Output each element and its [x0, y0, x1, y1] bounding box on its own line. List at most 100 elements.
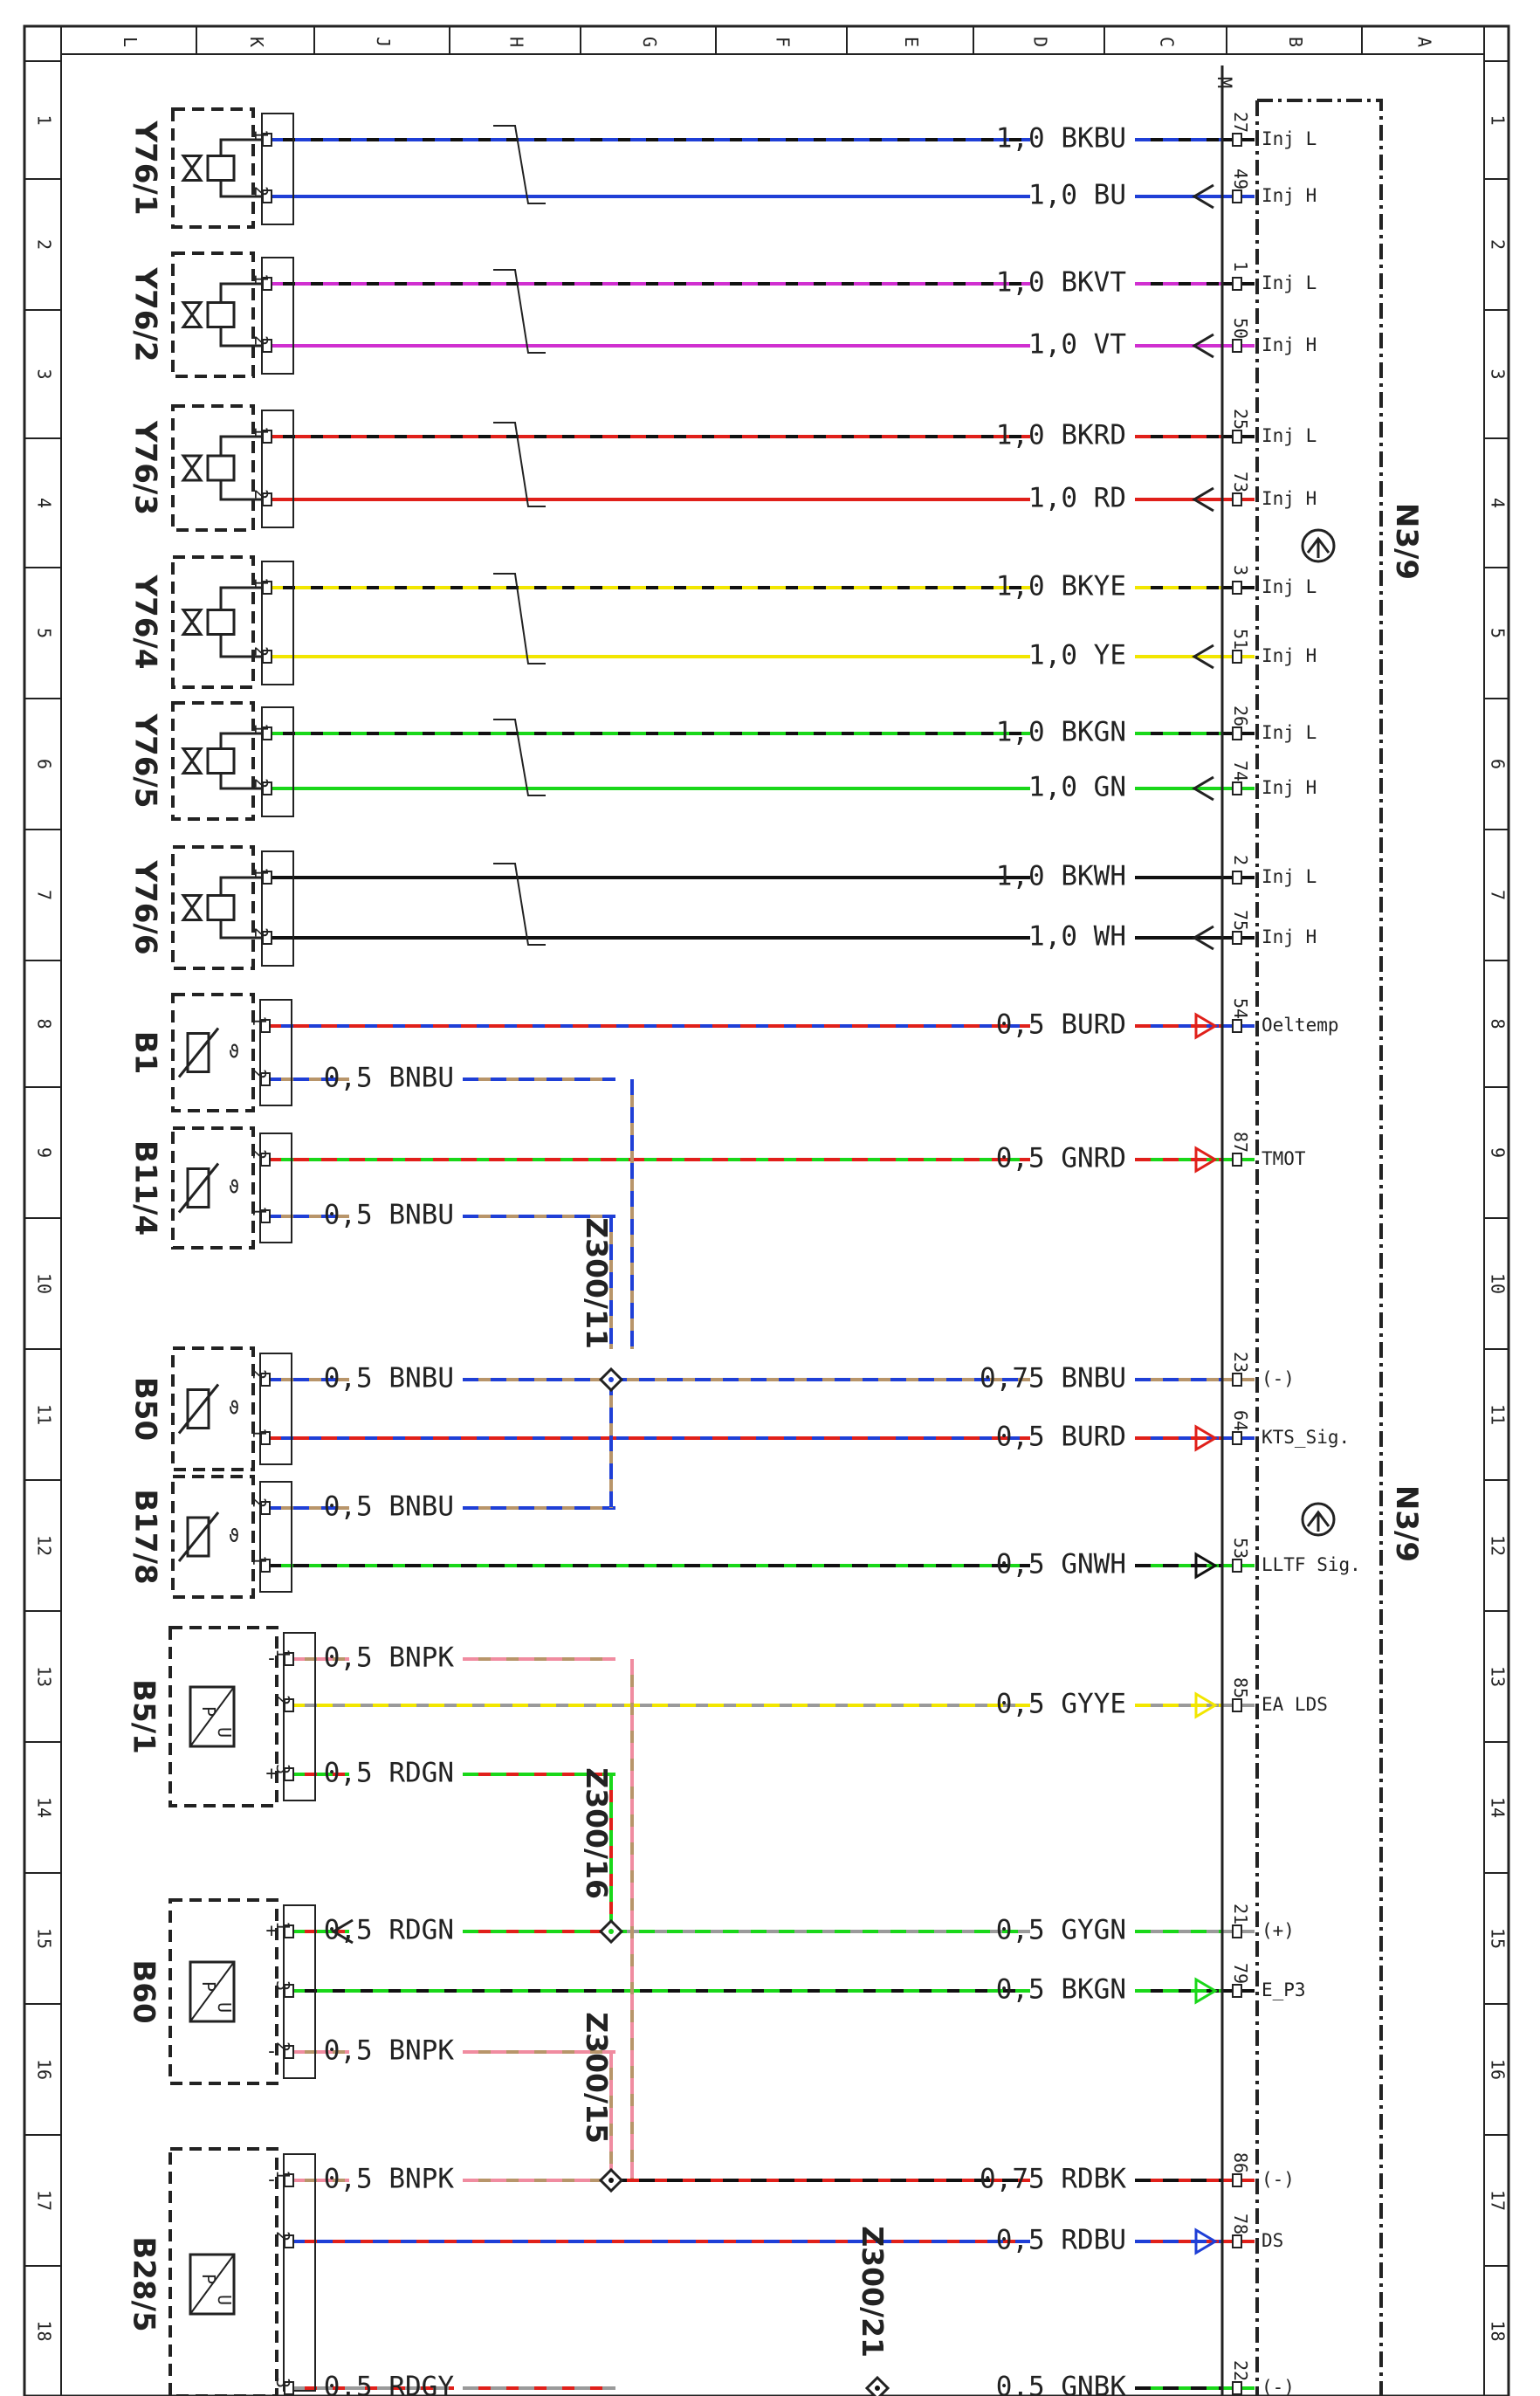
grid-column-label: B: [1285, 37, 1306, 47]
grid-row-label: 10: [34, 1273, 55, 1294]
theta-symbol: ϑ: [229, 1176, 239, 1197]
ecu-signal-name: Inj L: [1262, 425, 1317, 446]
ecu-pin-terminal: [1232, 133, 1242, 147]
thermistor-icon: [186, 1388, 210, 1429]
component-id: B17/8: [128, 1489, 163, 1584]
grid-row-label: 7: [34, 890, 55, 900]
component-pin: [284, 1698, 294, 1712]
ecu-signal-name: Inj L: [1262, 128, 1317, 149]
component-pin: [284, 1652, 294, 1666]
grid-row-label: 9: [34, 1147, 55, 1158]
ecu-id: N3/9: [1389, 1485, 1424, 1562]
splice-id: Z300/11: [580, 1217, 614, 1349]
ecu-pin-number: 85: [1230, 1677, 1251, 1698]
ecu-signal-name: (-): [1262, 2377, 1295, 2396]
component-id: B5/1: [127, 1679, 162, 1754]
sensor-B5-1: PU: [168, 1626, 316, 1807]
twisted-pair-marker: [493, 573, 546, 664]
ecu-signal-name: KTS_Sig.: [1262, 1427, 1350, 1448]
component-pin-number: 1: [251, 426, 272, 437]
grid-row-label: 13: [1488, 1666, 1509, 1687]
sensor-B11-4: ϑ: [171, 1126, 292, 1250]
direction-arrow: [1192, 183, 1214, 210]
component-pin: [262, 781, 272, 795]
wire-label: 1,0 BKYE: [996, 571, 1126, 602]
grid-column-label: F: [773, 37, 794, 47]
ecu-pin-terminal: [1232, 650, 1242, 664]
wire-label: 0,5 BKGN: [996, 1974, 1126, 2006]
twisted-pair-marker: [493, 719, 546, 796]
ecu-signal-name: Inj L: [1262, 576, 1317, 597]
wire-label: 1,0 GN: [1028, 772, 1126, 803]
pressure-p-glyph: P: [198, 1981, 219, 1992]
component-pin: [284, 1924, 294, 1938]
connector-housing: [261, 706, 294, 817]
component-pin-number: 2: [249, 1149, 270, 1160]
splice-dot: [875, 2386, 880, 2391]
wire-label: 0,5 RDGY: [324, 2372, 455, 2396]
grid-column-label: A: [1414, 37, 1435, 47]
ecu-pin-terminal: [1232, 2234, 1242, 2248]
grid-column-label: K: [246, 37, 267, 47]
grid-row-label: 6: [1488, 759, 1509, 769]
polarity-sign: -: [265, 1648, 277, 1670]
ecu-pin-number: 25: [1230, 409, 1251, 430]
component-pin: [284, 1767, 294, 1781]
ecu-pin-terminal: [1232, 277, 1242, 291]
component-id: Y76/4: [128, 574, 163, 669]
ecu-pin-number: 53: [1230, 1538, 1251, 1559]
pressure-sensor-diagonal: [189, 1961, 235, 2022]
ecu-pin-number: 73: [1230, 472, 1251, 492]
connector-housing: [261, 850, 294, 967]
grid-row-label: 2: [1488, 239, 1509, 250]
component-pin-number: 1: [272, 1921, 293, 1931]
component-pin-number: 1: [251, 867, 272, 878]
ecu-signal-name: Inj H: [1262, 488, 1317, 509]
component-pin: [284, 2381, 294, 2395]
wire-label: 0,5 RDGN: [324, 1758, 454, 1789]
splice-id: Z300/16: [580, 1767, 614, 1899]
ecu-pin-terminal: [1232, 931, 1242, 945]
connector-housing: [259, 1353, 292, 1465]
grid-column-label: E: [901, 37, 922, 47]
direction-arrow: [1192, 925, 1214, 951]
ecu-pin-number: 75: [1230, 910, 1251, 931]
grid-row-label: 11: [1488, 1404, 1509, 1425]
ecu-signal-name: DS: [1262, 2230, 1283, 2251]
component-pin: [262, 492, 272, 506]
ecu-signal-name: Inj H: [1262, 777, 1317, 798]
wire-label: 1,0 BKGN: [996, 717, 1126, 748]
ecu-pin-terminal: [1232, 339, 1242, 353]
grid-row-label: 8: [34, 1018, 55, 1029]
grid-row-label: 6: [34, 759, 55, 769]
sensor-outline: [168, 1626, 278, 1807]
ecu-pin-number: 3: [1230, 565, 1251, 575]
wire-label: 0,5 BURD: [996, 1422, 1126, 1453]
splice-id: Z300/21: [856, 2226, 890, 2358]
grid-row-label: 15: [34, 1928, 55, 1949]
ecu-pin-terminal: [1232, 1019, 1242, 1033]
grid-row-label: 12: [1488, 1535, 1509, 1556]
polarity-sign: -: [265, 2041, 277, 2062]
thermistor-icon: [186, 1032, 210, 1073]
connector-housing: [259, 1481, 292, 1593]
ecu-pin-number: 2: [1230, 855, 1251, 865]
pressure-u-glyph: U: [214, 2295, 235, 2305]
component-pin-number: 2: [251, 186, 272, 196]
grid-row-label: 1: [1488, 114, 1509, 125]
inner-border: [60, 53, 1485, 2396]
connector-housing: [259, 1133, 292, 1243]
component-pin: [284, 2234, 294, 2248]
solenoid-coil: [206, 155, 236, 182]
wire-label: 0,5 GNWH: [996, 1549, 1126, 1580]
direction-arrow: [1192, 333, 1214, 359]
component-pin-number: 2: [251, 778, 272, 788]
component-pin-number: 3: [272, 1764, 293, 1774]
component-pin-number: 1: [251, 273, 272, 284]
grid-row-label: 16: [1488, 2059, 1509, 2080]
component-pin-number: 1: [251, 723, 272, 733]
wire-label: 0,5 GYGN: [996, 1915, 1126, 1946]
splice-dot: [608, 2178, 614, 2183]
wire-label: 0,5 BNBU: [324, 1200, 454, 1231]
component-pin-number: 1: [249, 1016, 270, 1026]
